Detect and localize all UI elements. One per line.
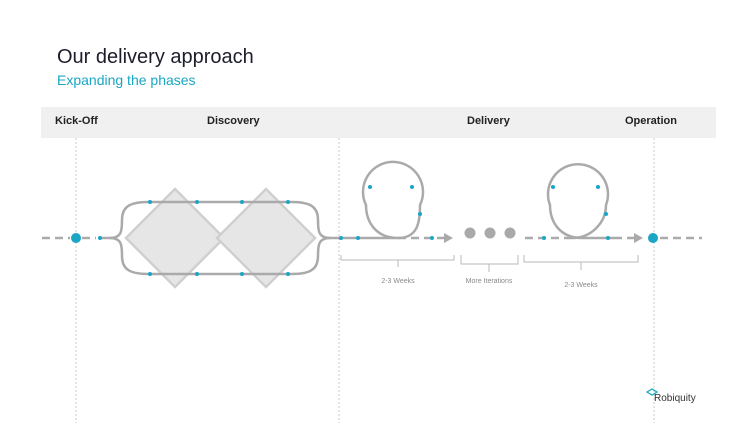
sprint-loop-2 bbox=[525, 162, 643, 243]
kick-off-node bbox=[71, 233, 81, 243]
phase-header-bar bbox=[41, 107, 716, 138]
phase-delivery: Delivery bbox=[467, 115, 510, 127]
phase-discovery: Discovery bbox=[207, 115, 260, 127]
phase-dividers bbox=[75, 138, 655, 423]
sprint-loop-1 bbox=[356, 160, 453, 243]
label-sprint-2: 2-3 Weeks bbox=[564, 282, 598, 289]
robiquity-logo-icon bbox=[645, 388, 659, 396]
page-subtitle: Expanding the phases bbox=[57, 72, 196, 88]
diamond-left bbox=[124, 187, 226, 289]
diamond-right bbox=[215, 187, 317, 289]
double-diamond bbox=[98, 187, 360, 289]
iteration-dots bbox=[464, 227, 516, 239]
page-title: Our delivery approach bbox=[57, 46, 254, 68]
phase-kick-off: Kick-Off bbox=[55, 115, 98, 127]
phase-operation: Operation bbox=[625, 115, 677, 127]
bracket-iterations bbox=[460, 255, 519, 265]
bracket-sprint-2 bbox=[523, 255, 639, 263]
operation-node bbox=[648, 233, 658, 243]
diamond-dots bbox=[98, 200, 343, 276]
duration-brackets bbox=[340, 255, 639, 272]
label-more-iterations: More Iterations bbox=[466, 278, 513, 285]
bracket-sprint-1 bbox=[340, 255, 455, 261]
brand-logo-text: Robiquity bbox=[654, 393, 696, 404]
label-sprint-1: 2-3 Weeks bbox=[381, 278, 415, 285]
